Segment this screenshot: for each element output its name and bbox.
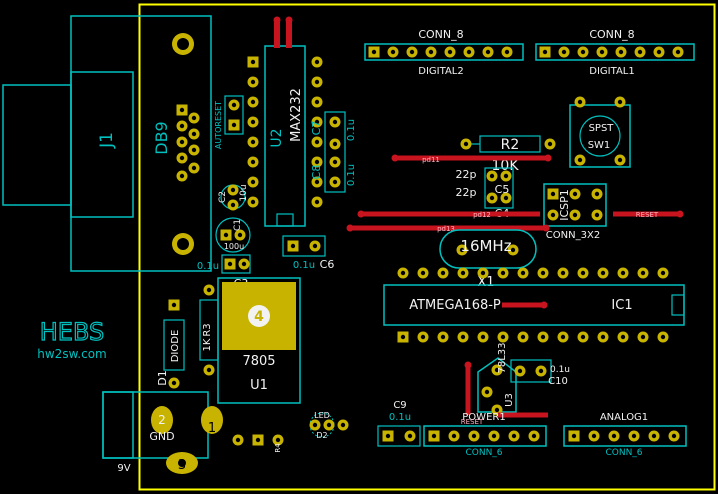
r3-resistor[interactable]: R3 1K [199, 284, 219, 376]
c10-value-label: 0.1u [550, 365, 570, 375]
led-d2[interactable]: LED D2 R4 [274, 411, 349, 453]
u3-ref-label: U3 [504, 393, 515, 407]
u1-7805-regulator[interactable]: 4 7805 U1 [217, 277, 301, 404]
board-edge-outline [138, 3, 716, 491]
jack-9v-label: 9V [117, 463, 130, 474]
c5-value-label: 22p [456, 168, 477, 181]
c9-capacitor[interactable]: C9 0.1u [377, 400, 421, 447]
j1-db9-connector[interactable]: J1 DB9 [2, 15, 212, 272]
conn8-digital1[interactable]: CONN_8 DIGITAL1 [535, 28, 695, 77]
jack-pin2-label: 2 [158, 413, 166, 427]
trace-pd13: pd13 [346, 224, 550, 233]
x1-ref-label: X1 [477, 275, 494, 290]
u2-value-label: MAX232 [289, 88, 304, 142]
r3-value-label: 1K [202, 338, 213, 351]
sw1-spst-button[interactable]: SPST SW1 [569, 96, 631, 168]
conn6-power1-value: POWER1 [462, 412, 505, 423]
r3-ref-label: R3 [202, 323, 213, 336]
j1-ref-label: J1 [97, 132, 117, 149]
conn6-power1[interactable]: POWER1 RESET CONN_6 [423, 412, 547, 458]
conn8-digital1-ref: CONN_8 [589, 28, 634, 41]
autoreset-jumper[interactable]: AUTORESET [214, 95, 244, 149]
c2-value-label: 10u [239, 184, 249, 201]
r2-ref-label: R2 [501, 137, 520, 153]
autoreset-label: AUTORESET [214, 101, 223, 149]
trace-pd11: pd11 [391, 154, 552, 164]
c2-capacitor[interactable]: C2 10u [218, 184, 249, 211]
conn8-digital2-ref: CONN_8 [418, 28, 463, 41]
r2-resistor[interactable]: R2 10K [460, 135, 556, 174]
net-pd11-label: pd11 [422, 156, 440, 164]
conn6-analog1-ref: CONN_6 [605, 448, 642, 458]
jack-pin3-label: 3 [178, 458, 186, 473]
jack-pin1-label: 1 [208, 421, 216, 436]
u2-max232-chip[interactable]: U2 MAX232 [247, 45, 323, 227]
x1-crystal[interactable]: 16MHz X1 [439, 229, 537, 290]
net-pd13-label: pd13 [437, 225, 455, 233]
c4-c5-capacitors[interactable]: 22p 22p C5 C4 [456, 167, 514, 220]
icsp-conn3x2[interactable]: ICSP1 CONN_3X2 [543, 183, 607, 241]
c5-ref-label: C5 [495, 183, 510, 196]
trace-reset-right: RESET [613, 210, 684, 219]
c2-ref-label: C2 [218, 191, 228, 203]
jack-gnd-label: GND [149, 430, 174, 443]
d1-value-label: DIODE [170, 330, 181, 363]
c6-capacitor[interactable]: 0.1u C6 [282, 235, 335, 271]
u2-ref-label: U2 [269, 128, 285, 147]
c10-ref-label: C10 [548, 376, 568, 387]
conn8-digital2[interactable]: CONN_8 DIGITAL2 [364, 28, 524, 77]
conn6-analog1[interactable]: ANALOG1 CONN_6 [563, 412, 687, 458]
c4-value-label: 22p [456, 186, 477, 199]
db9-value-label: DB9 [152, 121, 171, 154]
x1-value-label: 16MHz [460, 237, 511, 255]
ic1-ref-label: IC1 [611, 298, 632, 313]
c8-value-label: 0.1u [346, 164, 357, 186]
c1-value-label: 100u [224, 242, 244, 251]
u1-value-label: 7805 [242, 354, 275, 369]
led-ref-label: D2 [316, 431, 327, 440]
c10-capacitor[interactable]: 0.1u C10 [510, 359, 570, 387]
c6-ref-label: C6 [320, 258, 335, 271]
u3-value-label: 78L33 [497, 342, 508, 373]
logo-mark: HEBS [40, 318, 105, 346]
c3-value-label: 0.1u [197, 261, 219, 272]
ic1-value-label: ATMEGA168-P [409, 298, 501, 313]
u1-tab-glyph: 4 [254, 309, 264, 325]
led-value-label: LED [314, 411, 330, 420]
ic1-atmega168[interactable]: ATMEGA168-P IC1 [383, 267, 685, 343]
c6-value-label: 0.1u [293, 260, 315, 271]
conn6-power1-ref: CONN_6 [465, 448, 502, 458]
d1-ref-label: D1 [156, 370, 169, 385]
r4-ref-label: R4 [274, 443, 282, 453]
conn8-digital1-value: DIGITAL1 [589, 66, 634, 77]
trace-u2-top [273, 16, 293, 48]
hebs-logo: HEBS hw2sw.com [37, 317, 106, 361]
c9-ref-label: C9 [393, 400, 406, 411]
conn8-digital2-value: DIGITAL2 [418, 66, 463, 77]
c7-c8-capacitors[interactable]: C7 0.1u C8 0.1u [310, 111, 357, 193]
c8-ref-label: C8 [310, 165, 323, 180]
sw1-ref-label: SW1 [588, 140, 611, 151]
c1-ref-label: C1 [233, 219, 243, 231]
c7-ref-label: C7 [310, 121, 323, 136]
conn6-analog1-value: ANALOG1 [600, 412, 648, 423]
sw1-value-label: SPST [589, 123, 615, 134]
u3-78l33-regulator[interactable]: 78L33 U3 [464, 342, 549, 418]
net-pd12-label: pd12 [473, 211, 491, 219]
net-reset-label: RESET [636, 211, 659, 219]
c1-capacitor[interactable]: C1 100u [215, 217, 251, 253]
r2-value-label: 10K [492, 158, 520, 174]
u1-ref-label: U1 [250, 378, 268, 393]
power-jack-9v[interactable]: 2 GND 1 3 9V [102, 391, 223, 474]
icsp-ref-label: CONN_3X2 [546, 230, 600, 241]
d1-diode[interactable]: DIODE D1 [156, 299, 185, 389]
net-reset2-label: RESET [461, 418, 484, 426]
icsp-value-label: ICSP1 [558, 189, 571, 221]
c9-value-label: 0.1u [389, 412, 411, 423]
logo-url: hw2sw.com [37, 347, 106, 361]
trace-pd12: pd12 [357, 210, 540, 219]
c7-value-label: 0.1u [346, 119, 357, 141]
